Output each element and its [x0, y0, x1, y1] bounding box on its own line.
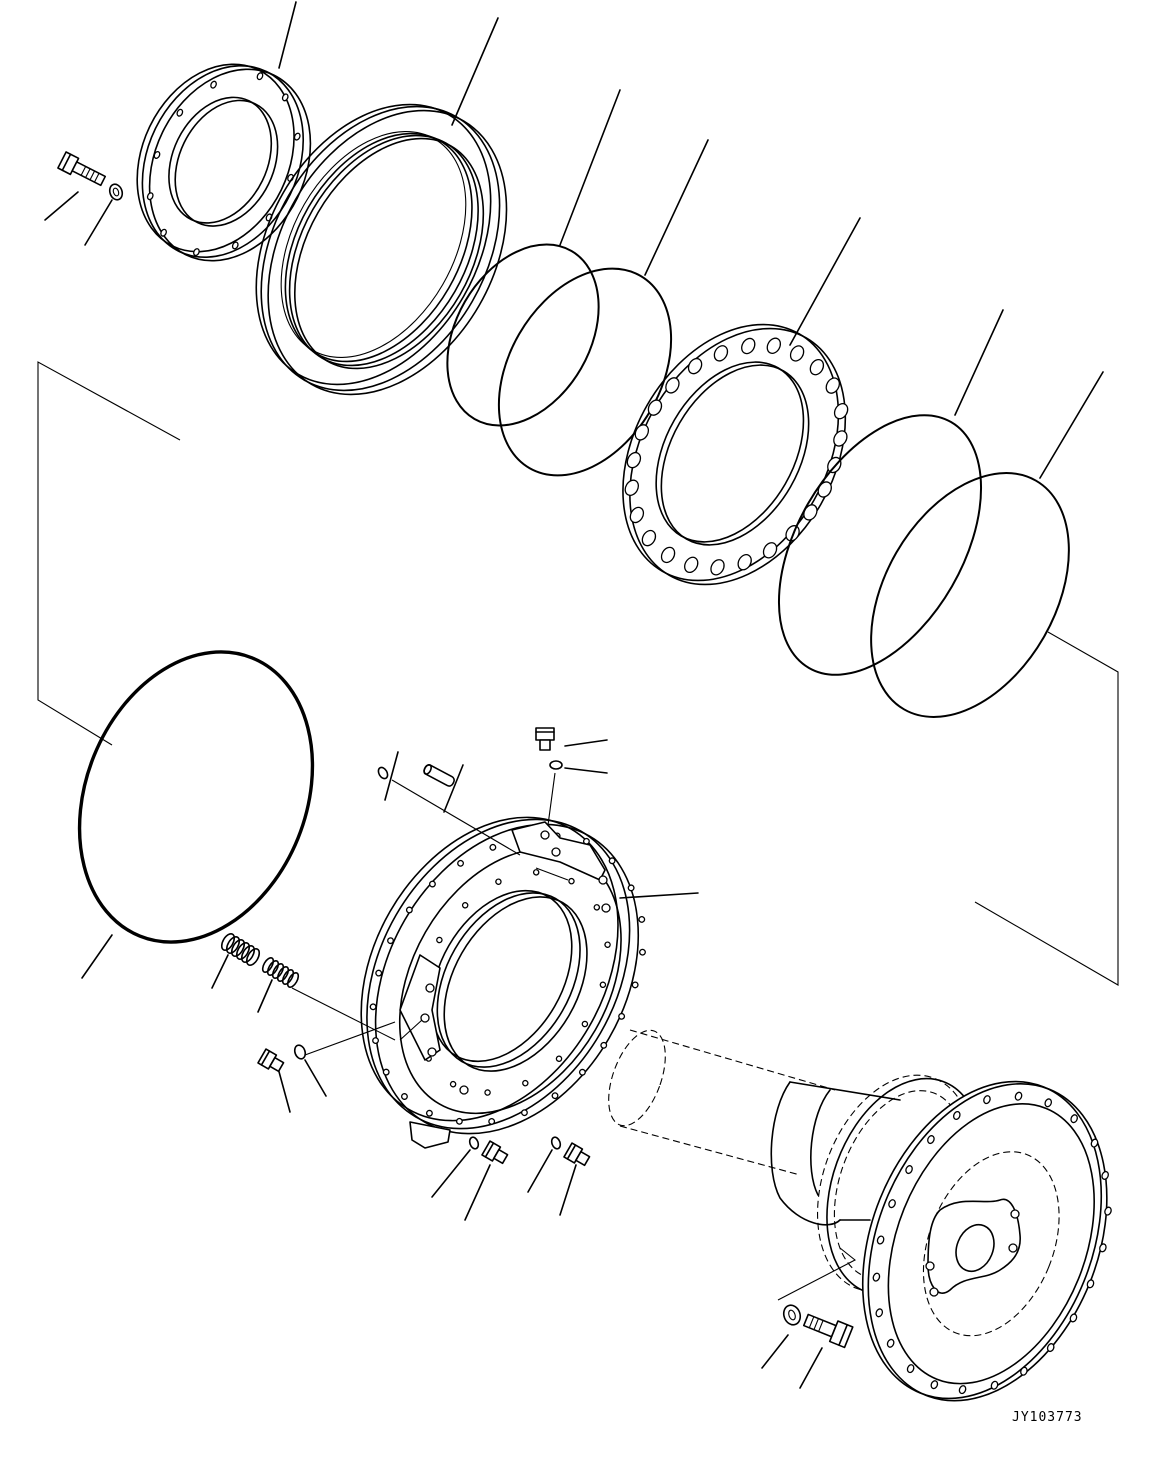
retainer-plate: [106, 36, 341, 288]
bottom-bolt: [802, 1310, 853, 1348]
reference-line-pin-oring: [392, 780, 520, 855]
brake-housing-outer-holes: [322, 777, 693, 1176]
leader-spring-plate: [790, 218, 860, 345]
leader-pin: [444, 765, 463, 812]
reference-bracket-left: [38, 362, 180, 745]
leader-small-oring-top: [385, 752, 398, 800]
hub-center-bolt-3: [926, 1262, 934, 1270]
leader-bottom-bolt: [800, 1348, 822, 1388]
reference-line-washer: [778, 1248, 855, 1300]
leader-spring-1: [212, 955, 228, 988]
dowel-pin: [423, 764, 456, 788]
o-ring-2: [464, 238, 707, 506]
hub-body: [771, 1082, 840, 1225]
plug-left: [258, 1049, 285, 1074]
reference-line-oring-left: [305, 1022, 395, 1055]
leader-bottom-washer: [762, 1335, 788, 1368]
final-drive-hub: [597, 1023, 1153, 1438]
leader-o-ring-3: [955, 310, 1003, 415]
leader-o-ring-2: [645, 140, 708, 275]
leader-brake-housing: [620, 893, 698, 898]
leader-top-washer: [85, 200, 112, 245]
leader-lines: [45, 2, 1103, 1388]
leader-oring-left: [305, 1060, 326, 1096]
brake-housing-bottom-tab: [410, 1122, 450, 1148]
hub-center-bolt-2: [1009, 1244, 1017, 1252]
plug-bottom-1: [482, 1141, 509, 1166]
oring-left: [293, 1044, 307, 1061]
small-o-ring-top: [377, 766, 390, 780]
leader-oring-bottom-1: [432, 1150, 470, 1197]
hub-flange-holes: [831, 1058, 1152, 1430]
leader-large-o-ring: [82, 935, 112, 978]
reference-line-oring-top-right: [548, 773, 555, 825]
leader-plug-left: [278, 1068, 290, 1112]
assembly-reference-lines: [38, 362, 1118, 1300]
oring-top-right: [550, 761, 562, 769]
leader-o-ring-4: [1040, 372, 1103, 478]
hub-center-bolt-1: [1011, 1210, 1019, 1218]
spring-plate-holes: [585, 296, 886, 617]
brake-housing-inner-holes: [377, 835, 647, 1130]
leader-o-ring-1: [560, 90, 620, 245]
o-ring-1: [416, 217, 629, 452]
o-ring-3: [737, 381, 1023, 710]
brake-housing: [308, 769, 695, 1183]
reference-line-spring: [292, 988, 395, 1040]
drawing-code: JY103773: [1012, 1410, 1083, 1425]
top-bolt: [58, 152, 107, 189]
large-o-ring: [38, 617, 354, 978]
top-washer: [108, 182, 125, 201]
spring-plate: [579, 286, 891, 624]
leader-retainer-plate: [279, 2, 296, 68]
o-ring-4: [830, 438, 1109, 752]
plug-bottom-2: [564, 1143, 591, 1168]
leader-oring-bottom-2: [528, 1150, 552, 1192]
leader-plug-bottom-1: [465, 1165, 490, 1220]
spring-2: [261, 956, 301, 989]
spring-1: [219, 932, 262, 968]
oring-bottom-2: [550, 1136, 562, 1150]
leader-spring-2: [258, 980, 272, 1012]
leader-bolt-top-right: [565, 740, 607, 746]
reference-bracket-right: [975, 632, 1118, 985]
phantom-housing: [597, 1023, 835, 1175]
oring-bottom-1: [468, 1136, 480, 1150]
leader-top-bolt: [45, 192, 78, 220]
bottom-washer: [781, 1303, 803, 1327]
brake-housing-left-lug: [400, 955, 440, 1060]
hub-center-bolt-4: [930, 1288, 938, 1296]
leader-seal-housing: [452, 18, 498, 125]
bolt-top-right: [536, 728, 554, 750]
leader-oring-top-right: [565, 768, 607, 773]
leader-plug-bottom-2: [560, 1165, 576, 1215]
seal-housing: [207, 61, 555, 437]
